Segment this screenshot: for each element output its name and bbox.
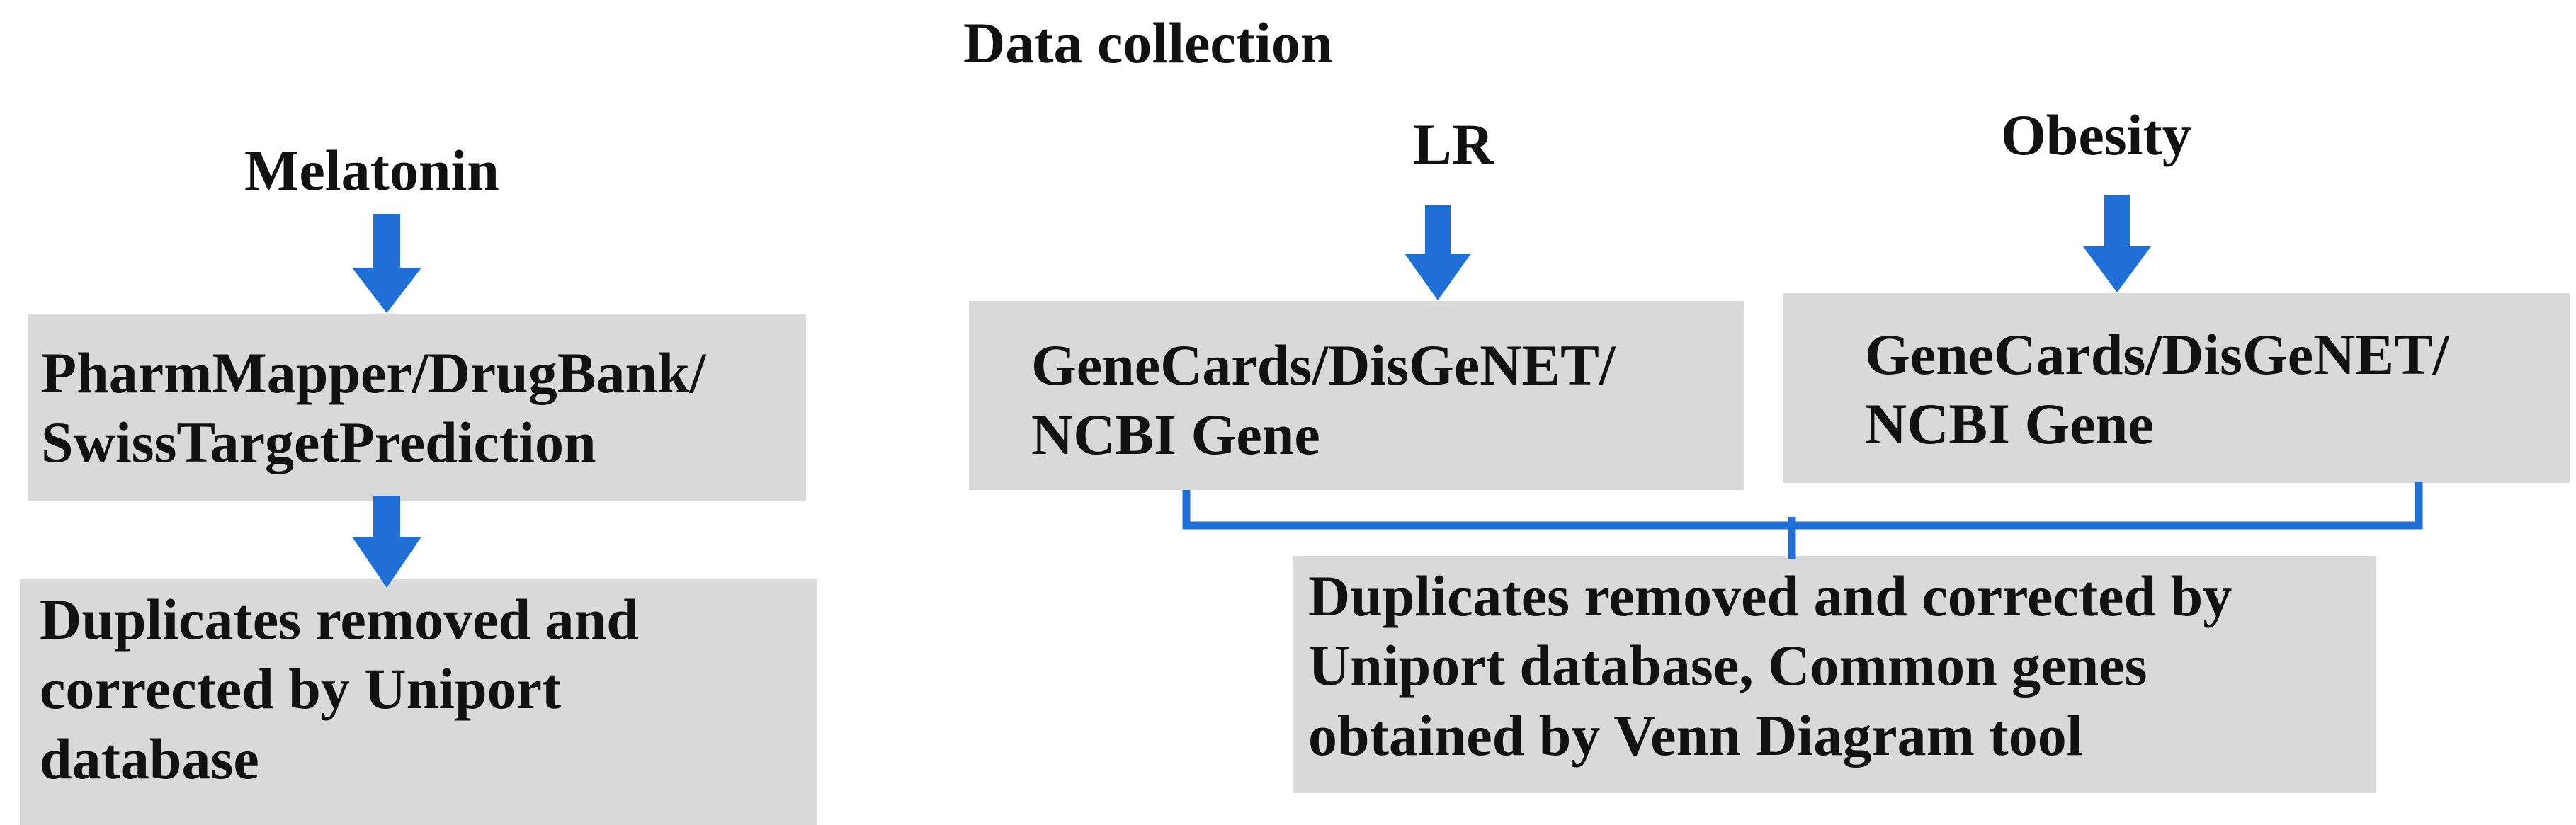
database-box-lr: GeneCards/DisGeNET/ NCBI Gene xyxy=(969,301,1744,490)
database-box-melatonin: PharmMapper/DrugBank/ SwissTargetPredict… xyxy=(28,314,806,501)
result-box-melatonin-text: Duplicates removed and corrected by Unip… xyxy=(40,587,639,791)
source-label-obesity: Obesity xyxy=(2001,103,2191,167)
arrow-down-icon xyxy=(1405,205,1471,300)
database-box-obesity-text: GeneCards/DisGeNET/ NCBI Gene xyxy=(1865,322,2449,457)
database-box-obesity: GeneCards/DisGeNET/ NCBI Gene xyxy=(1783,293,2570,483)
arrow-down-icon xyxy=(352,496,421,588)
database-box-melatonin-text: PharmMapper/DrugBank/ SwissTargetPredict… xyxy=(41,341,706,475)
arrow-down-icon xyxy=(2083,195,2151,292)
arrow-down-icon xyxy=(352,214,421,313)
result-box-melatonin: Duplicates removed and corrected by Unip… xyxy=(20,579,817,825)
source-label-lr: LR xyxy=(1413,112,1494,176)
result-box-common-genes-text: Duplicates removed and corrected by Unip… xyxy=(1308,564,2232,768)
database-box-lr-text: GeneCards/DisGeNET/ NCBI Gene xyxy=(1031,333,1616,467)
result-box-common-genes: Duplicates removed and corrected by Unip… xyxy=(1293,556,2376,793)
source-label-melatonin: Melatonin xyxy=(244,138,499,203)
bracket-connector xyxy=(1182,482,2423,559)
diagram-title: Data collection xyxy=(963,11,1333,75)
